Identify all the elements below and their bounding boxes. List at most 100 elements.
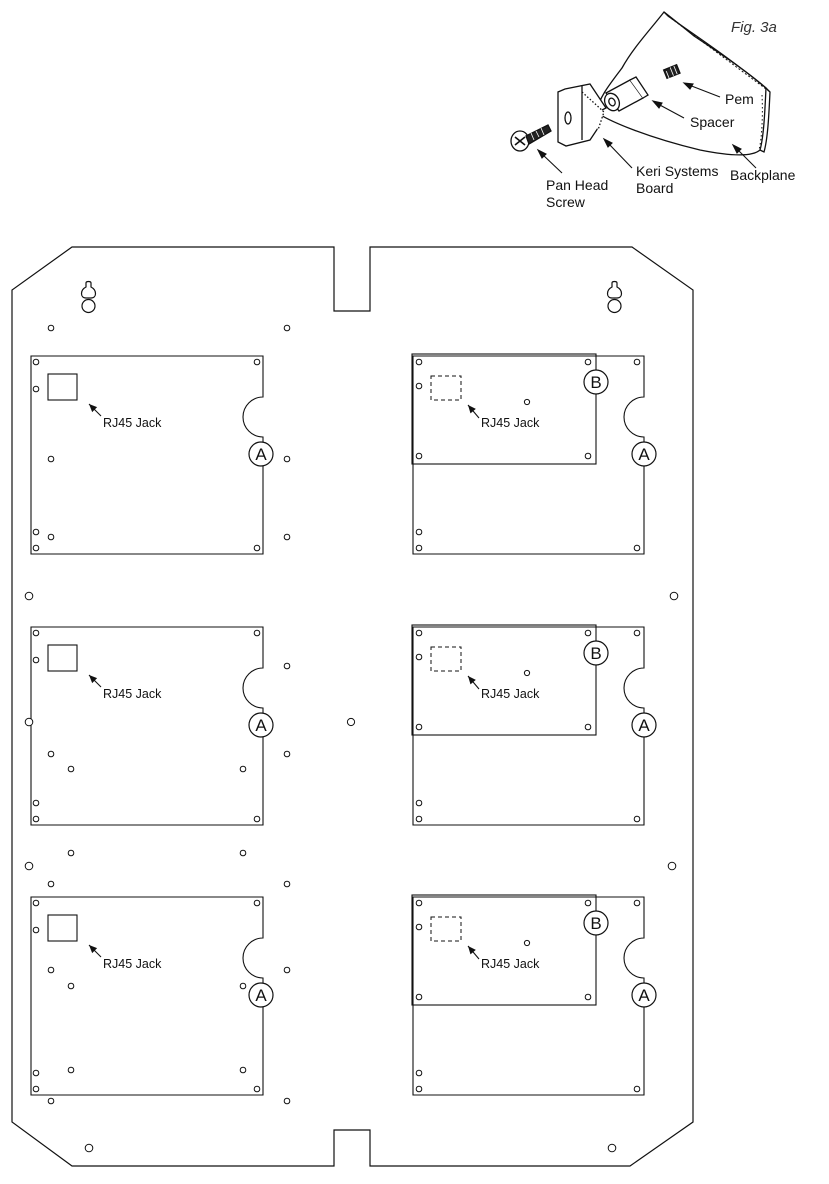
mounting-hole — [47, 533, 55, 541]
mounting-hole — [239, 1066, 247, 1074]
pan-head-screw — [510, 124, 552, 152]
marker-b-right-3-circle — [583, 910, 609, 936]
figure-title: Fig. 3a — [731, 19, 777, 36]
board-hole — [32, 799, 40, 807]
marker-a-right-1: A — [631, 441, 657, 467]
mounting-hole — [239, 765, 247, 773]
jack-arrow-right-2 — [467, 675, 480, 690]
board-standoff — [523, 939, 531, 947]
panel-hole — [607, 1143, 617, 1153]
mounting-hole — [283, 455, 291, 463]
marker-b-right-3: B — [583, 910, 609, 936]
mounting-hole — [283, 880, 291, 888]
mounting-hole — [67, 1066, 75, 1074]
marker-a-right-3: A — [631, 982, 657, 1008]
board-hole — [415, 815, 423, 823]
board-hole — [253, 1085, 261, 1093]
rj45-jack-label-right-2: RJ45 Jack — [481, 687, 540, 701]
backplane-label: Backplane — [730, 167, 796, 183]
callout-arrows — [536, 82, 757, 174]
board-hole — [253, 899, 261, 907]
board-hole — [415, 899, 423, 907]
screw-label-line2: Screw — [546, 194, 586, 210]
board-hole — [32, 815, 40, 823]
board-hole — [32, 1069, 40, 1077]
screw-label-line1: Pan Head — [546, 177, 608, 193]
jack-arrow-right-3 — [467, 945, 480, 960]
board-hole — [584, 723, 592, 731]
mounting-hole — [283, 324, 291, 332]
marker-a-right-2-circle — [631, 712, 657, 738]
board-hole — [253, 358, 261, 366]
keri-board-label-line1: Keri Systems — [636, 163, 718, 179]
rj45-jack-hidden-1 — [430, 375, 462, 401]
keri-board-block — [557, 83, 607, 147]
board-hole — [584, 629, 592, 637]
board-hole — [32, 358, 40, 366]
board-hole — [32, 1085, 40, 1093]
mounting-hole — [67, 982, 75, 990]
board-standoff — [523, 398, 531, 406]
marker-a-right-2-text: A — [638, 716, 650, 735]
mounting-hole — [283, 662, 291, 670]
mounting-hole — [47, 966, 55, 974]
jack-arrow-left-1 — [88, 403, 102, 417]
keri-board-outline-3 — [411, 894, 597, 1006]
mounting-hole — [47, 324, 55, 332]
rj45-jack-label-right-3: RJ45 Jack — [481, 957, 540, 971]
marker-a-left-1: A — [248, 441, 274, 467]
board-hole — [253, 629, 261, 637]
jack-arrow-right-1 — [467, 404, 480, 419]
board-hole — [32, 629, 40, 637]
board-hole — [32, 926, 40, 934]
board-hole — [32, 385, 40, 393]
board-hole — [32, 544, 40, 552]
board-hole — [584, 452, 592, 460]
board-outline-right-3 — [412, 896, 645, 1096]
board-hole — [584, 899, 592, 907]
panel-hole — [84, 1143, 94, 1153]
jack-arrow-left-2 — [88, 674, 102, 688]
board-hole — [415, 528, 423, 536]
board-area-right-2: RJ45 Jack B A — [411, 624, 657, 826]
keri-board-outline-1 — [411, 353, 597, 465]
board-hole — [415, 629, 423, 637]
panel-hole — [669, 591, 679, 601]
marker-a-left-2: A — [248, 712, 274, 738]
board-hole — [32, 656, 40, 664]
board-hole — [253, 815, 261, 823]
marker-b-right-2-text: B — [590, 644, 601, 663]
jack-arrow-left-2-head — [89, 675, 98, 684]
board-hole — [415, 1069, 423, 1077]
mounting-hole — [47, 880, 55, 888]
board-hole — [32, 899, 40, 907]
board-hole — [415, 452, 423, 460]
board-hole — [415, 799, 423, 807]
marker-b-right-3-text: B — [590, 914, 601, 933]
marker-a-right-1-circle — [631, 441, 657, 467]
jack-arrow-left-3-head — [89, 945, 98, 954]
marker-a-right-3-circle — [631, 982, 657, 1008]
mounting-hole — [47, 1097, 55, 1105]
mounting-exploded-view: Fig. 3a — [510, 11, 796, 210]
board-hole — [415, 993, 423, 1001]
callout-labels: Pem Spacer Backplane Keri Systems Board … — [546, 91, 796, 210]
mounting-hole — [283, 750, 291, 758]
board-hole — [633, 544, 641, 552]
spacer-label: Spacer — [690, 114, 735, 130]
marker-a-right-2: A — [631, 712, 657, 738]
board-hole — [633, 358, 641, 366]
panel-hole — [24, 591, 34, 601]
rj45-jack-label-right-1: RJ45 Jack — [481, 416, 540, 430]
board-hole — [633, 1085, 641, 1093]
rj45-jack-left-2 — [47, 644, 78, 672]
pem — [662, 63, 681, 80]
board-hole — [415, 723, 423, 731]
marker-b-right-1-text: B — [590, 373, 601, 392]
marker-b-right-1: B — [583, 369, 609, 395]
board-hole — [415, 382, 423, 390]
backplane-fragment — [595, 11, 771, 156]
board-hole — [415, 923, 423, 931]
